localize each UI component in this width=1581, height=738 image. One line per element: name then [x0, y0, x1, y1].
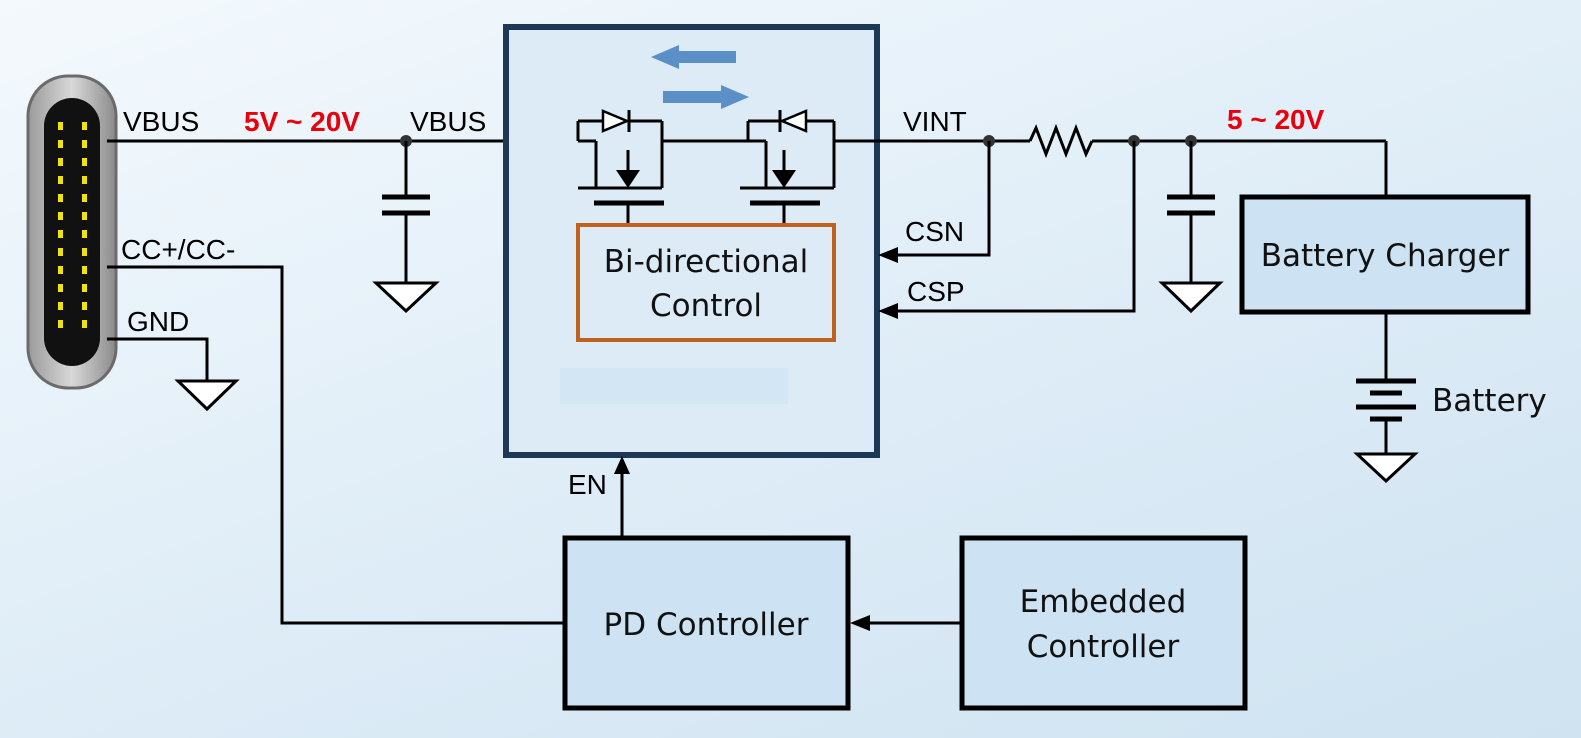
- battery-label: Battery: [1432, 383, 1547, 419]
- gnd-label: GND: [127, 306, 189, 337]
- bidirectional-control-block: [576, 223, 836, 342]
- embedded-controller-label-line2: Controller: [1027, 629, 1180, 665]
- battery-charger-label: Battery Charger: [1261, 238, 1510, 274]
- pd-controller-block: [562, 535, 851, 711]
- ic-label-strip: [560, 368, 788, 404]
- output-capacitor-icon: [1167, 141, 1215, 283]
- vint-label: VINT: [903, 106, 967, 137]
- en-label: EN: [568, 469, 607, 500]
- reverse-flow-arrow-icon: [651, 45, 736, 69]
- cc-label: CC+/CC-: [121, 234, 235, 265]
- embedded-controller-block: [959, 535, 1248, 711]
- voltage-right-label: 5 ~ 20V: [1227, 104, 1325, 135]
- ground-icon: [372, 281, 440, 314]
- forward-flow-arrow-icon: [663, 85, 749, 109]
- csp-wire: [878, 141, 1136, 319]
- csp-label: CSP: [907, 276, 965, 307]
- battery-icon: [1356, 312, 1416, 454]
- vbus-left-label: VBUS: [123, 106, 199, 137]
- usb-c-connector-icon: [26, 74, 118, 390]
- embedded-controller-label-line1: Embedded: [1020, 584, 1187, 620]
- csn-label: CSN: [905, 216, 964, 247]
- mosfet-2-icon: [740, 109, 836, 225]
- battery-charger-block: [1239, 194, 1531, 315]
- pd-controller-label: PD Controller: [604, 607, 809, 643]
- ground-icon: [1353, 452, 1419, 484]
- en-wire: [614, 456, 630, 538]
- voltage-left-label: 5V ~ 20V: [244, 106, 360, 137]
- vbus-mid-label: VBUS: [410, 106, 486, 137]
- input-capacitor-icon: [382, 141, 430, 283]
- ec-to-pd-wire: [850, 615, 962, 631]
- ground-icon: [174, 379, 240, 412]
- bidirectional-label-line1: Bi-directional: [604, 244, 809, 280]
- csn-wire: [878, 141, 991, 263]
- mosfet-1-icon: [576, 109, 748, 225]
- ground-icon: [1158, 281, 1224, 314]
- gnd-wire: [107, 337, 209, 380]
- vint-wire: [834, 123, 1388, 197]
- cc-wire: [107, 265, 565, 625]
- bidirectional-label-line2: Control: [650, 288, 762, 324]
